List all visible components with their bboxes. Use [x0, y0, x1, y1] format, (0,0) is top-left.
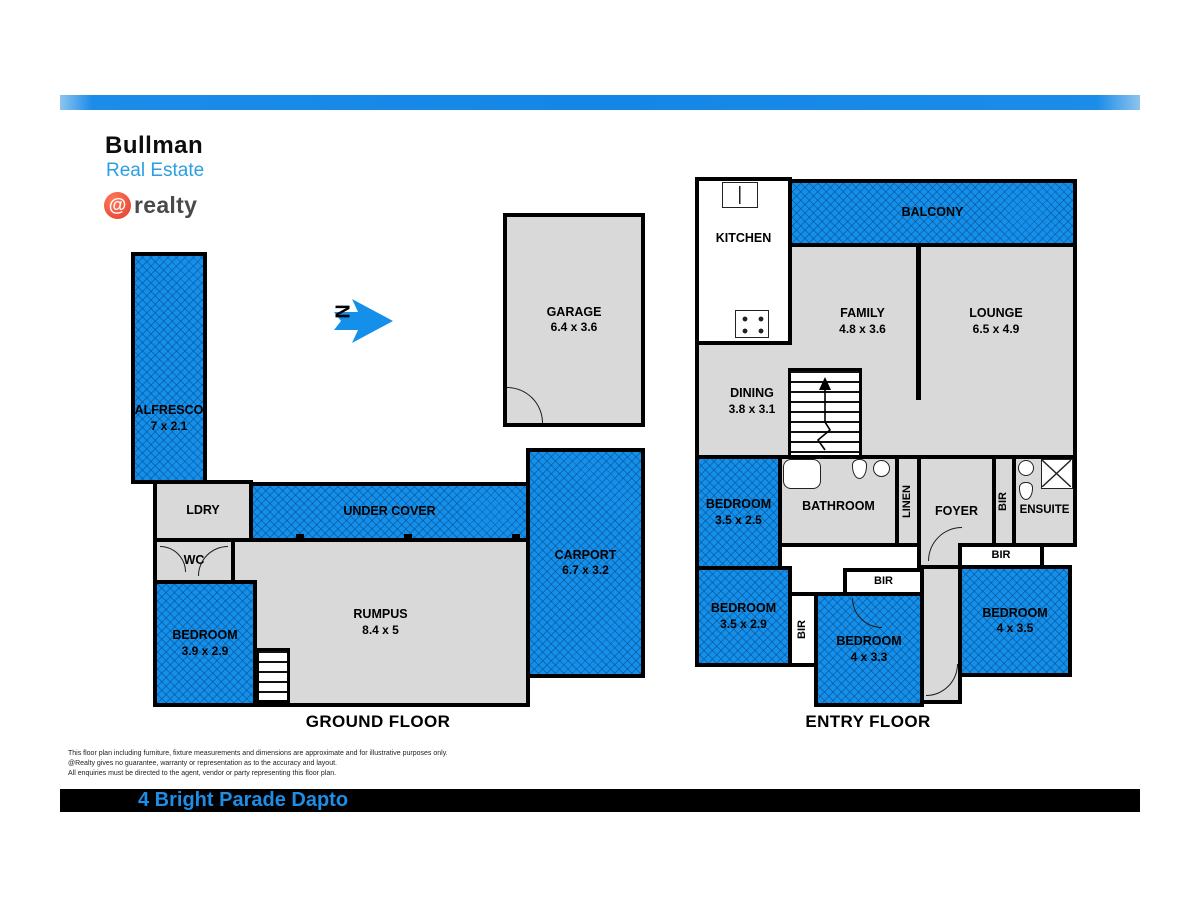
room-alfresco: ALFRESCO 7 x 2.1	[131, 252, 207, 484]
room-carport: CARPORT 6.7 x 3.2	[526, 448, 645, 678]
room-label: LINEN	[901, 484, 914, 518]
room-label: BEDROOM	[172, 628, 238, 643]
room-label: BEDROOM	[710, 601, 777, 616]
room-dims: 6.4 x 3.6	[550, 320, 598, 335]
ground-floor-caption: GROUND FLOOR	[305, 712, 451, 731]
address-bar: 4 Bright Parade Dapto	[60, 789, 1140, 812]
room-dims: 3.9 x 2.9	[181, 643, 229, 658]
post-icon	[296, 534, 304, 542]
room-bedroom4: BEDROOM 4 x 3.5	[958, 565, 1072, 677]
north-label: N	[330, 304, 353, 319]
room-ldry: LDRY	[153, 480, 253, 542]
room-label: BEDROOM	[982, 605, 1048, 620]
room-dims: 3.5 x 2.5	[715, 512, 762, 527]
room-family-label: FAMILY 4.8 x 3.6	[839, 306, 886, 336]
room-label: CARPORT	[554, 547, 617, 562]
room-label: KITCHEN	[715, 231, 772, 245]
disclaimer-text: This floor plan including furniture, fix…	[68, 749, 448, 779]
room-balcony: BALCONY	[788, 179, 1077, 247]
room-dims: 3.5 x 2.9	[720, 616, 767, 631]
stove-icon	[735, 310, 769, 338]
room-bedroom-ground: BEDROOM 3.9 x 2.9	[153, 580, 257, 707]
room-label: ALFRESCO	[134, 403, 204, 418]
room-dims: 8.4 x 5	[362, 622, 399, 637]
top-accent-bar	[60, 95, 1140, 110]
realty-logo: @ realty	[104, 192, 197, 219]
north-arrow-shape	[334, 299, 393, 343]
room-label: BATHROOM	[802, 499, 875, 514]
north-arrow-icon: N	[322, 292, 402, 352]
room-label: WC	[183, 553, 205, 568]
room-lounge-label: LOUNGE 6.5 x 4.9	[969, 306, 1023, 336]
room-label: LDRY	[186, 503, 220, 518]
internal-wall	[916, 247, 921, 400]
room-label: BALCONY	[901, 205, 964, 220]
property-address: 4 Bright Parade Dapto	[138, 789, 349, 811]
brand-tagline: Real Estate	[106, 160, 205, 181]
room-label: GARAGE	[546, 304, 602, 319]
vanity-icon	[873, 460, 890, 477]
shower-icon	[1041, 459, 1073, 489]
room-label: UNDER COVER	[343, 504, 436, 519]
post-icon	[512, 534, 520, 542]
room-bedroom1: BEDROOM 3.5 x 2.5	[695, 455, 782, 570]
toilet-icon	[852, 459, 867, 479]
room-under-cover: UNDER COVER	[249, 482, 530, 542]
realty-logo-text: realty	[134, 192, 198, 218]
stairs-icon	[788, 368, 862, 459]
entry-floor-caption: ENTRY FLOOR	[805, 712, 931, 731]
room-bir-bed3: BIR	[843, 568, 924, 596]
room-label: BIR	[997, 491, 1010, 511]
room-label: RUMPUS	[353, 607, 408, 622]
toilet-icon	[1019, 482, 1033, 500]
disclaimer-line: All enquiries must be directed to the ag…	[68, 770, 337, 778]
room-label: FOYER	[934, 504, 979, 519]
bath-icon	[783, 459, 821, 489]
sink-icon	[722, 182, 758, 208]
disclaimer-line: This floor plan including furniture, fix…	[68, 750, 448, 757]
brand-name: Bullman	[105, 132, 204, 159]
room-label: BIR	[796, 620, 809, 639]
room-label: BIR	[874, 575, 893, 588]
room-label: ENSUITE	[1019, 503, 1070, 516]
room-garage: GARAGE 6.4 x 3.6	[503, 213, 645, 427]
room-dims: 4 x 3.3	[850, 649, 888, 664]
room-label: BEDROOM	[836, 634, 902, 649]
room-label: BEDROOM	[705, 497, 772, 512]
room-bedroom2: BEDROOM 3.5 x 2.9	[695, 566, 792, 667]
stairs-arrow-icon	[816, 376, 832, 450]
room-dims: 7 x 2.1	[150, 419, 188, 433]
vanity-icon	[1018, 460, 1034, 476]
room-dims: 6.7 x 3.2	[562, 563, 609, 578]
disclaimer-line: @Realty gives no guarantee, warranty or …	[68, 760, 337, 768]
room-dims: 4 x 3.5	[996, 621, 1034, 636]
stairs-icon	[256, 648, 290, 703]
post-icon	[404, 534, 412, 542]
room-dining-label: DINING 3.8 x 3.1	[728, 386, 776, 416]
at-circle-icon: @	[104, 192, 131, 219]
room-label: BIR	[991, 549, 1011, 562]
